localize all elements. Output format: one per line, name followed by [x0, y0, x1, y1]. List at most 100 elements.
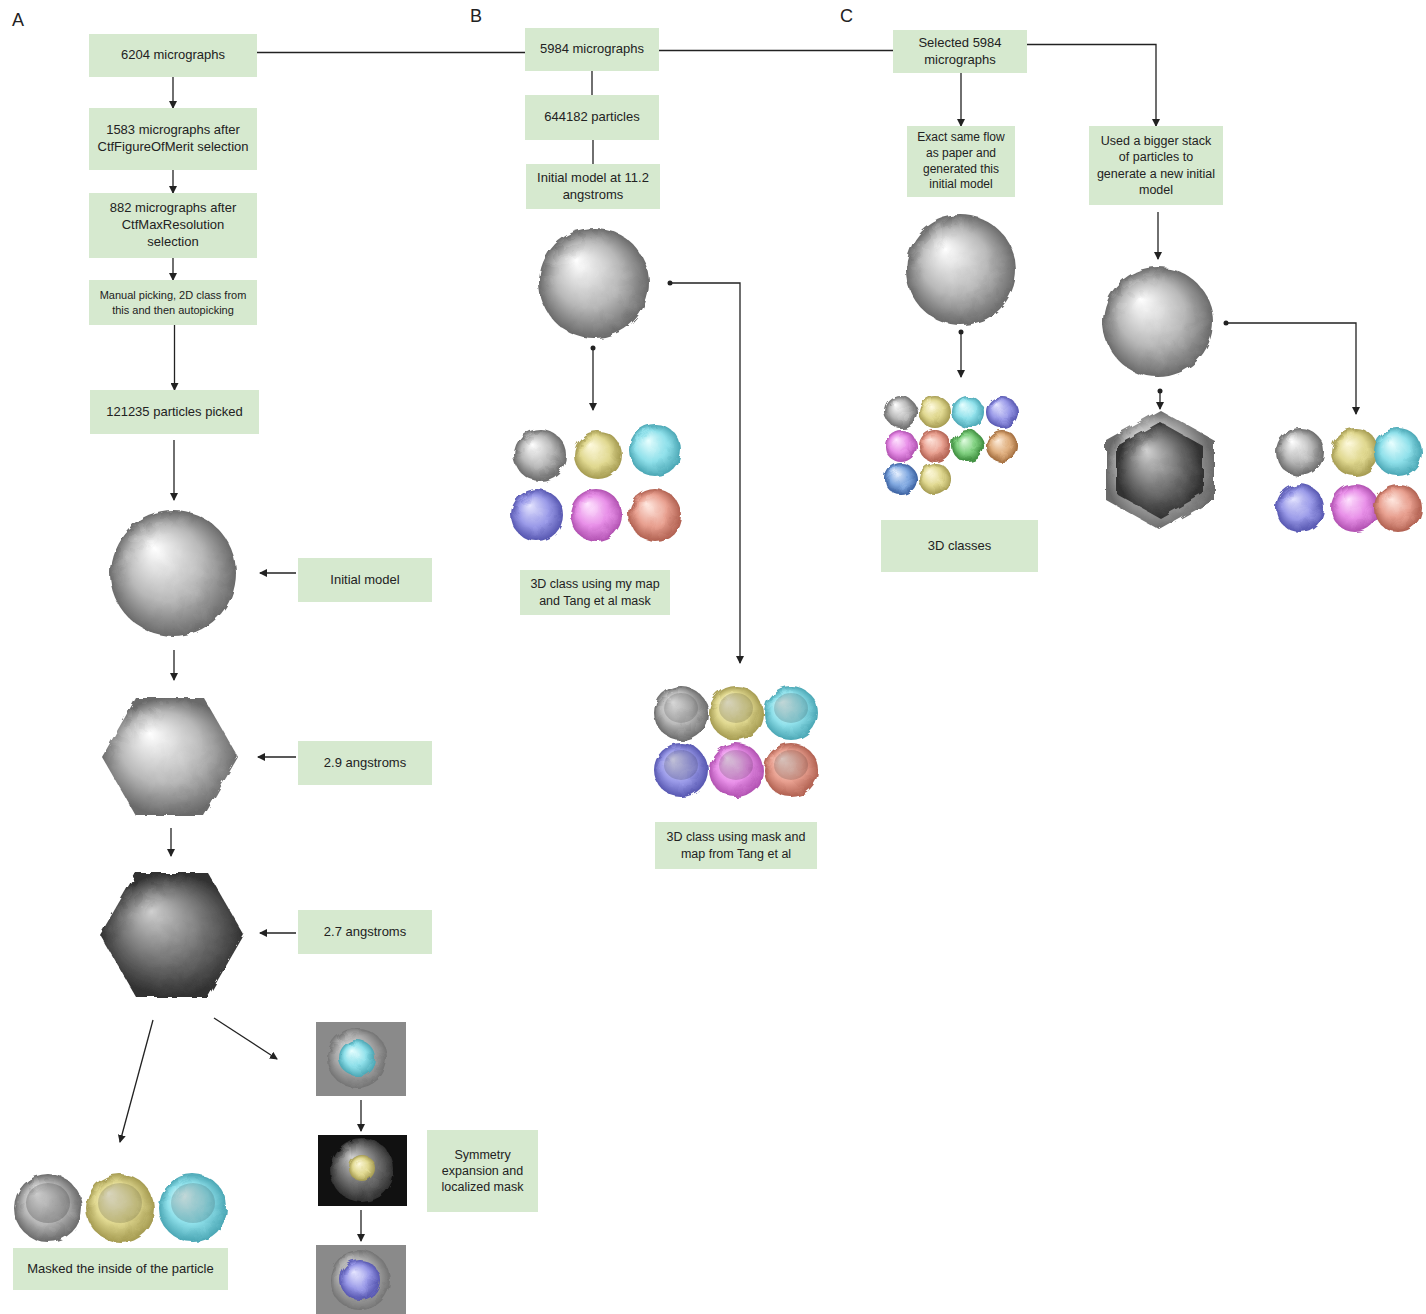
map-2-9 — [102, 698, 238, 816]
process-box: Initial model at 11.2 angstroms — [526, 164, 660, 209]
process-box: 5984 micrographs — [525, 28, 659, 71]
leader-arrow — [173, 650, 174, 680]
initial-model-map — [110, 510, 236, 636]
class-map — [952, 430, 984, 462]
map-crop — [318, 1135, 407, 1206]
leader-arrow — [1226, 323, 1356, 414]
class-map — [1331, 484, 1379, 532]
connector — [659, 50, 893, 51]
line-dot — [1224, 321, 1229, 326]
line-dot — [1158, 389, 1163, 394]
local-mask — [339, 1040, 375, 1076]
process-box: 3D class using mask and map from Tang et… — [655, 822, 817, 869]
local-mask — [340, 1260, 380, 1300]
connector — [1027, 45, 1156, 127]
process-box: 644182 particles — [525, 95, 659, 140]
class-map — [709, 743, 763, 797]
box-text: 3D class using my map and Tang et al mas… — [526, 576, 664, 609]
box-text: 121235 particles picked — [106, 404, 243, 421]
leader-arrow — [258, 756, 296, 757]
leader-arrow — [260, 572, 296, 573]
box-text: 2.9 angstroms — [324, 755, 406, 772]
process-box: Initial model — [298, 558, 432, 602]
leader-arrow — [670, 283, 740, 663]
class-map — [574, 431, 622, 479]
process-box: 2.9 angstroms — [298, 741, 432, 785]
class-map — [511, 489, 563, 541]
box-text: Selected 5984 micrographs — [899, 35, 1021, 69]
class-map — [654, 743, 708, 797]
box-text: Symmetry expansion and localized mask — [433, 1147, 532, 1196]
leader-arrow — [1159, 391, 1160, 409]
connector — [591, 71, 592, 95]
connector — [257, 52, 525, 53]
process-box: 2.7 angstroms — [298, 910, 432, 954]
process-box: Manual picking, 2D class from this and t… — [89, 280, 257, 325]
class-map — [654, 686, 708, 740]
map-crop — [316, 1022, 406, 1096]
class-map — [764, 743, 818, 797]
box-text: 5984 micrographs — [540, 41, 644, 58]
leader-lines — [593, 212, 1356, 663]
leader-arrow — [260, 932, 296, 933]
class-map — [764, 686, 818, 740]
process-box: 3D classes — [881, 520, 1038, 572]
class-cavity — [664, 750, 698, 780]
connector — [172, 170, 173, 193]
class-map — [919, 463, 951, 495]
leader-arrow — [214, 1018, 277, 1059]
class-map — [1331, 428, 1379, 476]
class-cavity — [719, 693, 753, 723]
box-text: 2.7 angstroms — [324, 924, 406, 941]
connector — [174, 325, 175, 390]
leader-arrow — [360, 1210, 361, 1241]
box-text: Initial model at 11.2 angstroms — [532, 170, 654, 204]
class-map — [629, 489, 681, 541]
initial-model-map — [539, 228, 649, 338]
connector — [960, 73, 961, 126]
class-map — [14, 1174, 82, 1242]
box-text: Used a bigger stack of particles to gene… — [1095, 133, 1217, 198]
panel-letter: A — [12, 10, 24, 31]
class-map — [629, 424, 681, 476]
connector — [172, 258, 173, 280]
class-map — [885, 463, 917, 495]
box-text: 3D class using mask and map from Tang et… — [661, 829, 811, 862]
class-map — [1276, 428, 1324, 476]
box-text: 644182 particles — [544, 109, 639, 126]
process-box: Selected 5984 micrographs — [893, 30, 1027, 73]
map-texture — [327, 1028, 387, 1088]
class-map — [919, 430, 951, 462]
class-cavities — [664, 693, 808, 780]
class-map — [986, 396, 1018, 428]
class-cavity — [171, 1183, 215, 1223]
class-map — [159, 1174, 227, 1242]
local-mask — [349, 1155, 375, 1181]
panel-letter: B — [470, 6, 482, 27]
class-map — [952, 396, 984, 428]
box-text: Exact same flow as paper and generated t… — [913, 130, 1009, 192]
class-map — [514, 429, 566, 481]
map-2-7 — [100, 873, 244, 997]
box-text: 3D classes — [928, 538, 992, 555]
initial-model-map — [906, 215, 1016, 325]
connector — [172, 77, 173, 108]
process-box: 121235 particles picked — [90, 390, 259, 434]
leader-arrow — [173, 440, 174, 500]
leader-arrow — [120, 1020, 153, 1142]
class-map — [986, 430, 1018, 462]
map-texture — [330, 1138, 394, 1202]
line-dot — [591, 346, 596, 351]
leader-arrow — [1157, 212, 1158, 259]
leader-arrow — [960, 332, 961, 377]
process-box: Used a bigger stack of particles to gene… — [1089, 126, 1223, 205]
class-map — [709, 686, 763, 740]
class-map — [1374, 484, 1422, 532]
class-map — [570, 489, 622, 541]
class-map — [919, 396, 951, 428]
class-cavity — [774, 750, 808, 780]
map-texture — [330, 1250, 390, 1310]
leader-arrow — [360, 1100, 361, 1131]
class-map — [86, 1174, 154, 1242]
leader-arrow — [592, 348, 593, 410]
